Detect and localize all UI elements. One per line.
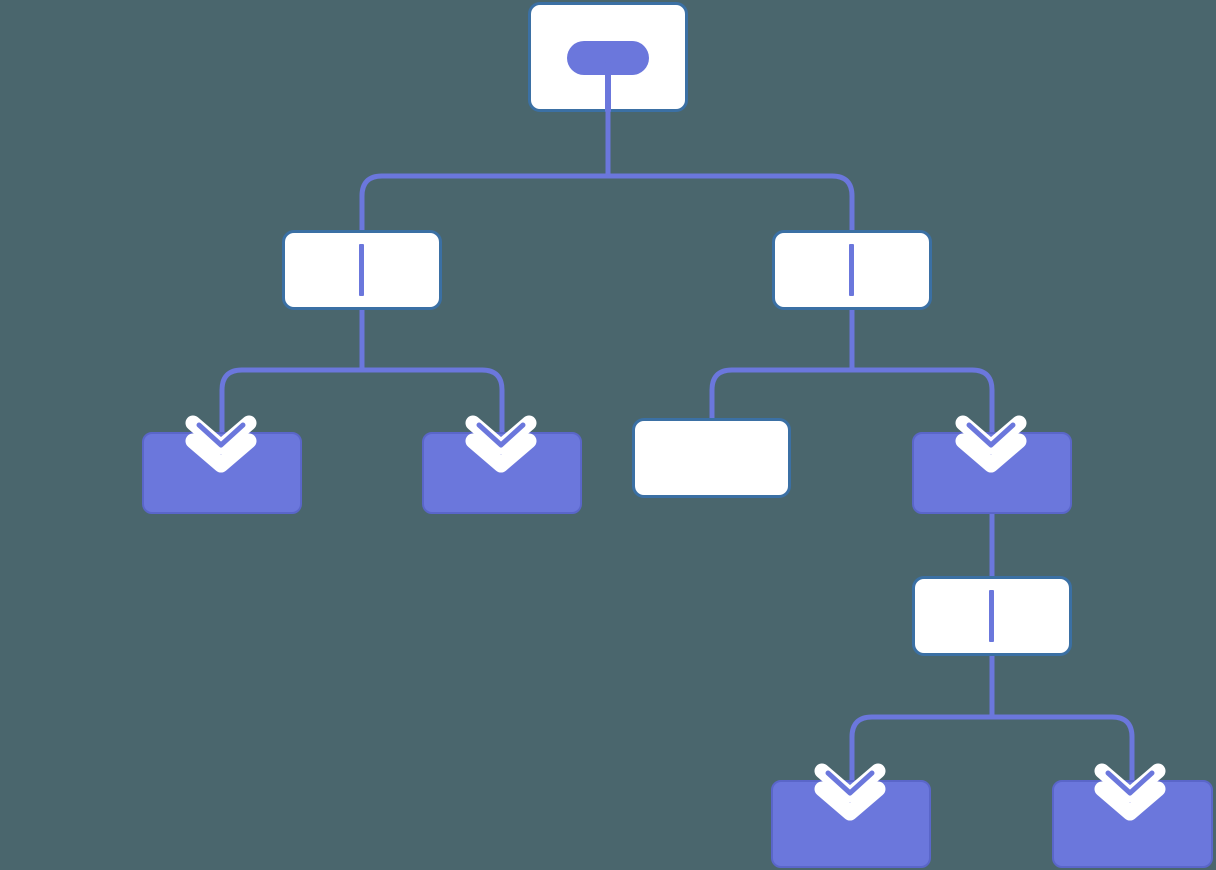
root-stem-icon <box>605 62 611 112</box>
vertical-bar-icon <box>359 244 364 296</box>
node-l2-right[interactable] <box>772 230 932 310</box>
node-l3-c[interactable] <box>632 418 791 498</box>
vertical-bar-icon <box>989 590 994 642</box>
node-l3-a[interactable] <box>142 432 302 514</box>
node-l3-b[interactable] <box>422 432 582 514</box>
node-l5-b[interactable] <box>1052 780 1213 868</box>
node-l3-d[interactable] <box>912 432 1072 514</box>
node-l5-a[interactable] <box>771 780 931 868</box>
vertical-bar-icon <box>849 244 854 296</box>
